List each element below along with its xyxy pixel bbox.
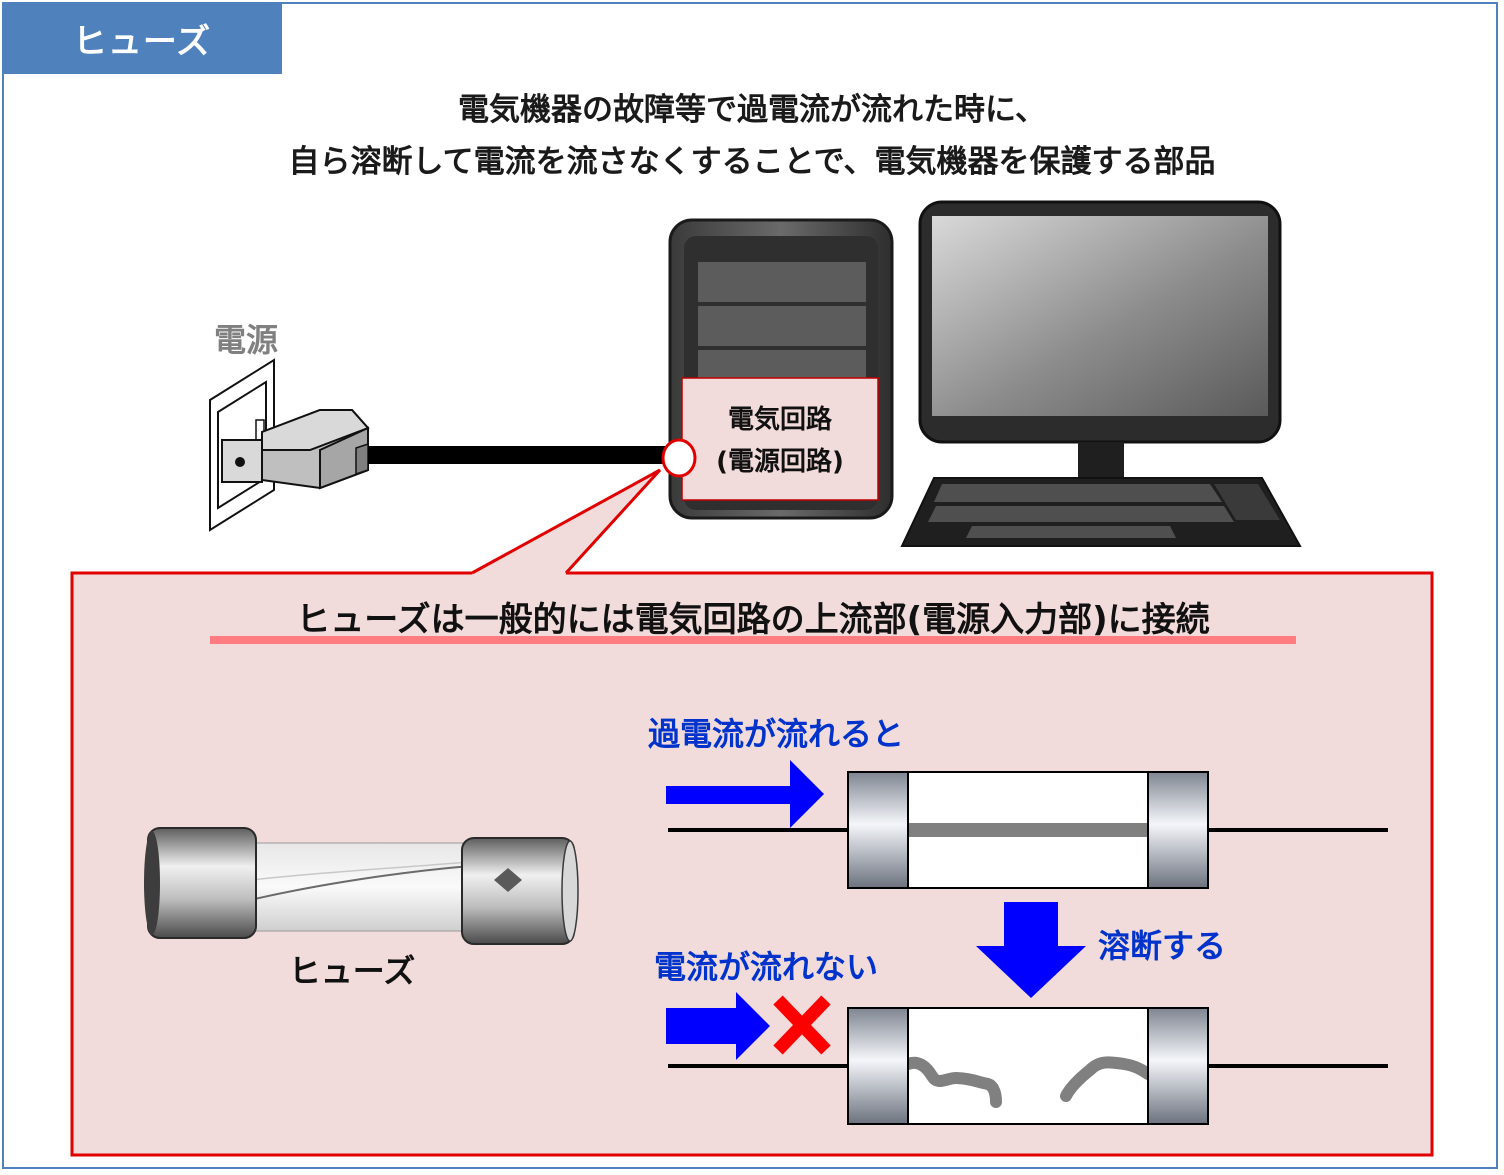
keyboard-icon <box>900 477 1302 547</box>
title-tab: ヒューズ <box>2 2 282 74</box>
headline-line2: 自ら溶断して電流を流さなくすることで、電気機器を保護する部品 <box>288 144 1216 180</box>
cross-icon <box>773 995 831 1055</box>
power-source-label: 電源 <box>214 321 278 359</box>
fuse-schematic-blown <box>668 1007 1388 1125</box>
arrow-right-icon <box>666 760 824 828</box>
no-current-label: 電流が流れない <box>654 948 878 986</box>
overcurrent-label: 過電流が流れると <box>648 715 904 753</box>
fuse-schematic-intact <box>668 771 1388 889</box>
heading-underline <box>210 636 1296 644</box>
fuse-photo-caption: ヒューズ <box>289 952 415 990</box>
circuit-label-line1: 電気回路 <box>728 404 833 435</box>
arrow-right-icon <box>666 992 770 1060</box>
detail-heading: ヒューズは一般的には電気回路の上流部(電源入力部)に接続 <box>296 600 1210 640</box>
power-cable <box>368 446 668 464</box>
arrow-down-icon <box>976 902 1086 998</box>
plug-icon <box>221 409 370 490</box>
circuit-label-line2: (電源回路) <box>716 446 844 477</box>
melt-label: 溶断する <box>1098 927 1226 965</box>
monitor-icon <box>918 200 1282 482</box>
fuse-photo-icon <box>144 827 579 945</box>
headline-line1: 電気機器の故障等で過電流が流れた時に、 <box>457 92 1047 128</box>
circuit-box <box>681 377 879 501</box>
